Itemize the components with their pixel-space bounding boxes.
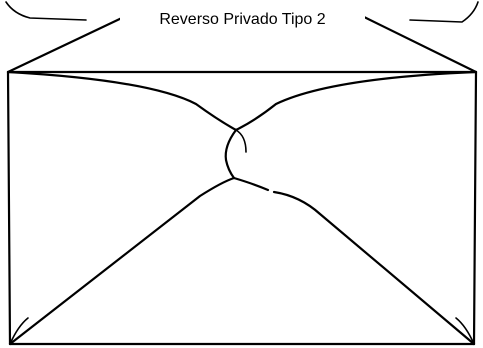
top-flap	[6, 12, 478, 74]
upper-envelope-right-corner	[409, 1, 479, 23]
envelope-right-edge	[472, 70, 478, 346]
bottom-left-corner-curve	[9, 317, 29, 345]
center-seal	[224, 128, 238, 180]
diagram-title: Reverso Privado Tipo 2	[120, 10, 365, 30]
lower-flap-right-a	[232, 176, 270, 192]
upper-envelope-left-corner	[5, 1, 87, 21]
bottom-right-corner-curve	[455, 317, 475, 345]
upper-inner-flap	[6, 70, 478, 132]
lower-flap-left	[8, 176, 236, 346]
envelope-left-edge	[6, 70, 12, 346]
lower-flap-right-b	[272, 190, 476, 346]
center-seal-right-edge	[235, 129, 247, 153]
